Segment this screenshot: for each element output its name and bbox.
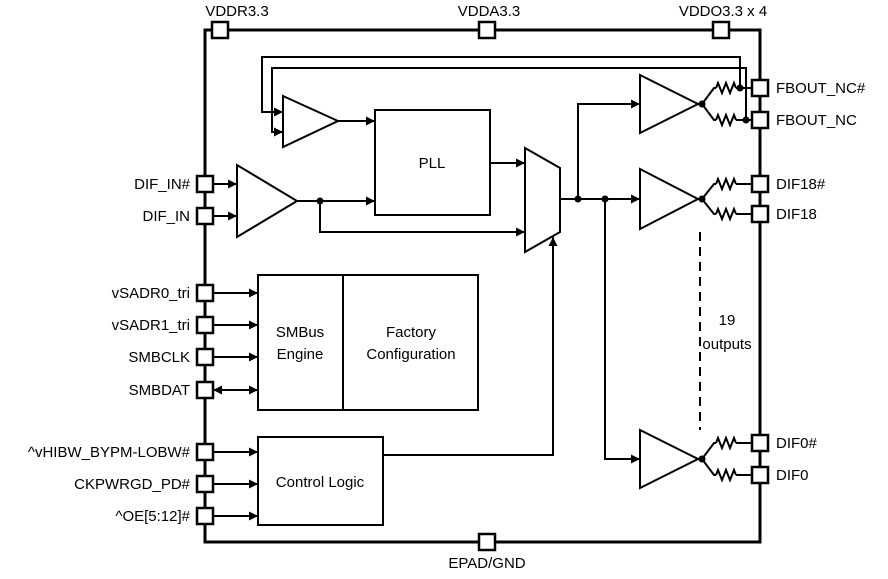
- junction-dot: [742, 116, 750, 124]
- pin-oe: [195, 506, 215, 526]
- pin-dif18-n: [750, 174, 770, 194]
- pin-label-fbout-nc-n: FBOUT_NC#: [776, 80, 866, 97]
- right-pins: FBOUT_NC# FBOUT_NC DIF18# DIF18 DIF0# DI…: [750, 78, 866, 485]
- pin-label-oe: ^OE[5:12]#: [115, 508, 190, 525]
- junction-dot: [601, 195, 609, 203]
- pin-label-smbdat: SMBDAT: [129, 382, 190, 399]
- pin-hibw-bypm-lobw: [195, 442, 215, 462]
- factory-config-label-line1: Factory: [386, 324, 437, 341]
- smbus-factory-box: [257, 274, 479, 411]
- smbus-factory-block: SMBus Engine Factory Configuration: [257, 274, 479, 411]
- control-logic-label: Control Logic: [276, 474, 365, 491]
- pin-dif-in: [195, 206, 215, 226]
- mux-shape: [524, 146, 561, 254]
- pin-vsadr1: [195, 315, 215, 335]
- pin-dif0-n: [750, 433, 770, 453]
- dif-input-buffer-triangle: [236, 163, 299, 239]
- pin-dif-in-n: [195, 174, 215, 194]
- pin-label-hibw-bypm-lobw: ^vHIBW_BYPM-LOBW#: [28, 444, 191, 461]
- pin-ckpwrgd-pd: [195, 474, 215, 494]
- pin-label-ckpwrgd-pd: CKPWRGD_PD#: [74, 476, 191, 493]
- wire-dif18-neg: [701, 198, 716, 215]
- wire-feedback-loop-neg: [271, 67, 747, 137]
- pin-smbdat: [195, 380, 215, 400]
- top-power-pins: VDDR3.3 VDDA3.3 VDDO3.3 x 4: [205, 3, 767, 40]
- pin-vddo: [711, 20, 731, 40]
- resistor-icon: [715, 80, 737, 96]
- resistor-icon: [715, 176, 737, 192]
- wire-fbout-neg: [701, 103, 716, 121]
- junction-dot: [698, 455, 706, 463]
- pin-vsadr0: [195, 283, 215, 303]
- pin-dif18: [750, 204, 770, 224]
- wire-branch-to-fbout-buffer: [577, 99, 640, 199]
- pin-label-dif-in: DIF_IN: [142, 208, 190, 225]
- pin-label-vddr: VDDR3.3: [205, 3, 268, 20]
- pll-box: [374, 109, 491, 216]
- pin-label-smbclk: SMBCLK: [128, 349, 190, 366]
- smbus-engine-label-line2: Engine: [277, 346, 324, 363]
- wire-control-logic-to-mux-select: [383, 237, 558, 456]
- pin-label-dif18: DIF18: [776, 206, 817, 223]
- pin-vdda: [477, 20, 497, 40]
- pin-label-vdda: VDDA3.3: [458, 3, 521, 20]
- smbus-engine-label-line1: SMBus: [276, 324, 324, 341]
- wire-dif0-neg: [701, 458, 716, 476]
- pin-label-dif0: DIF0: [776, 467, 809, 484]
- pll-label: PLL: [419, 155, 446, 172]
- junction-dot: [316, 197, 324, 205]
- pin-label-dif-in-n: DIF_IN#: [134, 176, 191, 193]
- pin-fbout-nc-n: [750, 78, 770, 98]
- wire-branch-to-dif0-buffer: [604, 199, 640, 464]
- junction-dot: [698, 195, 706, 203]
- pin-label-vsadr0: vSADR0_tri: [112, 285, 190, 302]
- pll-block: PLL: [374, 109, 491, 216]
- left-pins: DIF_IN# DIF_IN vSADR0_tri vSADR1_tri SMB…: [28, 174, 215, 526]
- resistor-icon: [715, 206, 737, 222]
- junction-dot: [574, 195, 582, 203]
- pin-label-dif0-n: DIF0#: [776, 435, 818, 452]
- control-logic-box: [257, 436, 384, 526]
- feedback-buffer-triangle: [282, 94, 341, 149]
- outputs-count-label: 19: [719, 312, 736, 329]
- junction-dot: [698, 100, 706, 108]
- pin-epad: [477, 532, 497, 552]
- resistor-icon: [715, 112, 737, 128]
- junction-dot: [736, 84, 744, 92]
- pin-label-vddo: VDDO3.3 x 4: [679, 3, 767, 20]
- pin-label-fbout-nc: FBOUT_NC: [776, 112, 857, 129]
- outputs-word-label: outputs: [702, 336, 751, 353]
- wire-bypass-to-mux: [319, 201, 525, 237]
- pin-vddr: [210, 20, 230, 40]
- pin-smbclk: [195, 347, 215, 367]
- pin-dif0: [750, 465, 770, 485]
- resistor-icon: [715, 435, 737, 451]
- resistor-icon: [715, 467, 737, 483]
- pin-fbout-nc: [750, 110, 770, 130]
- control-logic-block: Control Logic: [257, 436, 384, 526]
- pin-label-dif18-n: DIF18#: [776, 176, 826, 193]
- factory-config-label-line2: Configuration: [366, 346, 455, 363]
- pin-label-epad: EPAD/GND: [448, 555, 525, 572]
- bottom-pin: EPAD/GND: [448, 532, 526, 572]
- pin-label-vsadr1: vSADR1_tri: [112, 317, 190, 334]
